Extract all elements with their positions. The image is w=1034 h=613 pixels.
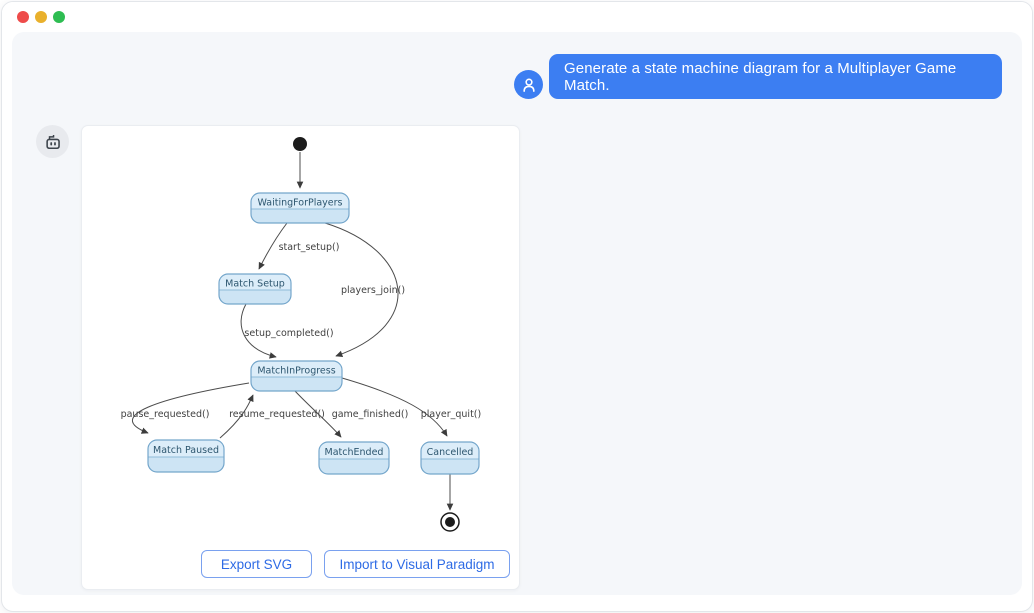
state-node-cancelled: Cancelled (420, 441, 480, 475)
state-node-match-paused: Match Paused (147, 439, 225, 473)
state-label: MatchInProgress (257, 366, 335, 377)
robot-icon (45, 134, 60, 149)
transition-label: players_join() (341, 285, 405, 296)
state-label: WaitingForPlayers (257, 198, 342, 209)
state-label: Match Setup (225, 279, 285, 290)
edge-matchpaused-matchinprogress (219, 394, 254, 439)
state-node-match-setup: Match Setup (218, 273, 292, 305)
state-label: Cancelled (427, 447, 474, 458)
initial-state-dot (293, 137, 307, 151)
person-icon (522, 78, 535, 92)
bot-avatar (36, 125, 69, 158)
zoom-window-button[interactable] (53, 11, 65, 23)
transition-label: start_setup() (279, 242, 340, 253)
diagram-card: start_setup() players_join() setup_compl… (81, 125, 520, 590)
edge-matchsetup-matchinprogress (240, 303, 277, 359)
state-machine-diagram: start_setup() players_join() setup_compl… (121, 137, 481, 532)
transition-label: player_quit() (421, 409, 481, 420)
state-node-matchended: MatchEnded (318, 441, 390, 475)
transition-label: game_finished() (332, 409, 409, 420)
transition-label: setup_completed() (244, 328, 333, 339)
user-message-bubble: Generate a state machine diagram for a M… (549, 54, 1002, 99)
state-label: MatchEnded (325, 447, 384, 458)
edge-matchinprogress-matchended (293, 389, 342, 438)
export-svg-button[interactable]: Export SVG (201, 550, 312, 578)
transition-label: pause_requested() (121, 409, 210, 420)
edge-matchinprogress-cancelled (341, 377, 448, 437)
import-visual-paradigm-button[interactable]: Import to Visual Paradigm (324, 550, 510, 578)
user-avatar (514, 70, 543, 99)
edge-waiting-matchsetup (258, 222, 288, 270)
minimize-window-button[interactable] (35, 11, 47, 23)
edge-waiting-matchinprogress (324, 222, 399, 358)
state-node-waitingforplayers: WaitingForPlayers (250, 192, 350, 224)
window-titlebar (2, 2, 1032, 32)
chat-panel: Generate a state machine diagram for a M… (12, 32, 1022, 595)
final-state-node (440, 512, 460, 532)
transition-label: resume_requested() (229, 409, 325, 420)
edge-matchinprogress-matchpaused (132, 382, 250, 434)
state-label: Match Paused (153, 445, 219, 456)
close-window-button[interactable] (17, 11, 29, 23)
state-node-matchinprogress: MatchInProgress (250, 360, 343, 392)
